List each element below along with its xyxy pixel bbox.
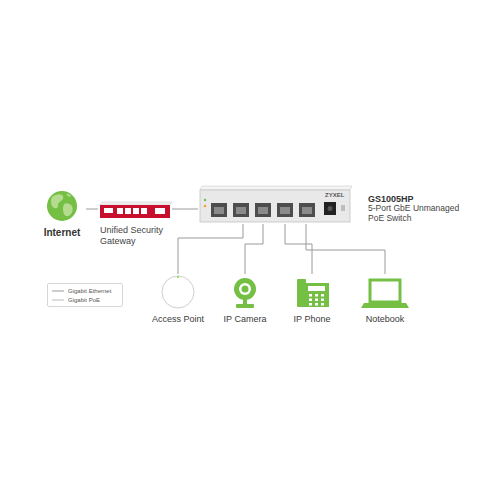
node-label: Access Point: [148, 314, 208, 325]
gateway-device: [100, 202, 172, 218]
switch-device: [200, 186, 352, 222]
legend-sample: [52, 296, 66, 304]
phone-screen: [308, 286, 325, 291]
legend-sample: [52, 287, 66, 295]
network-cable: [178, 224, 243, 274]
legend-row: Gigabit PoE: [52, 296, 120, 305]
phone-key: [321, 294, 324, 297]
globe-body: [47, 191, 77, 221]
gateway-front: [100, 205, 170, 218]
camera-stand: [236, 304, 254, 308]
camera-lens: [242, 286, 249, 293]
notebook-screen: [370, 280, 400, 302]
globe-land: [63, 203, 73, 216]
phone-keypad: [309, 294, 324, 306]
brand-logo: ZYXEL: [325, 192, 344, 198]
port-socket: [302, 207, 312, 214]
access-point-icon: [162, 276, 194, 308]
phone-key: [309, 299, 312, 302]
camera-body: [234, 278, 256, 300]
gateway-port: [125, 208, 131, 214]
legend-box: Gigabit EthernetGigabit PoE: [47, 283, 123, 307]
legend-label: Gigabit Ethernet: [68, 287, 111, 295]
switch-front: [200, 190, 350, 222]
globe-land: [51, 194, 63, 208]
gateway-top: [100, 202, 172, 205]
switch-ports: [211, 203, 315, 217]
phone-key: [321, 303, 324, 306]
legend-line-sample: [52, 300, 64, 301]
switch-button: [341, 205, 345, 211]
port-socket: [280, 207, 290, 214]
device-node: Internet: [38, 190, 86, 240]
switch-led: [204, 205, 207, 208]
phone-base: [304, 283, 329, 307]
node-label: 5-Port GbE Unmanaged PoE Switch: [368, 204, 462, 223]
globe-land: [66, 194, 71, 197]
switch-port: [255, 203, 271, 217]
port-socket: [236, 207, 246, 214]
device-node: Notebook: [355, 274, 415, 326]
notebook-base: [361, 303, 409, 308]
device-node: IP Camera: [215, 274, 275, 326]
access-point-led: [177, 276, 179, 278]
legend-row: Gigabit Ethernet: [52, 287, 120, 296]
gateway-port: [141, 208, 147, 214]
gateway-port: [155, 208, 165, 214]
network-cable: [245, 224, 263, 274]
phone-key: [321, 299, 324, 302]
power-jack: [324, 202, 336, 215]
node-label: Notebook: [355, 314, 415, 325]
switch-top: [200, 186, 352, 190]
camera-neck: [243, 299, 247, 304]
switch-led: [204, 199, 207, 202]
switch-node: GS1005HP5-Port GbE Unmanaged PoE Switch: [198, 186, 462, 224]
switch-port: [233, 203, 249, 217]
legend-label: Gigabit PoE: [68, 296, 100, 304]
switch-port-inner: [214, 207, 312, 214]
gateway-port: [117, 208, 123, 214]
ip-phone-icon: [297, 279, 329, 307]
node-label: Internet: [38, 227, 86, 239]
node-label: IP Phone: [282, 314, 342, 325]
switch-port: [299, 203, 315, 217]
globe-icon: [47, 191, 77, 221]
node-label: IP Camera: [215, 314, 275, 325]
device-node: Unified Security Gateway: [98, 200, 172, 244]
ip-camera-icon: [234, 278, 256, 308]
device-node: Access Point: [148, 274, 208, 326]
access-point-body: [162, 276, 194, 308]
node-label: Unified Security Gateway: [100, 225, 172, 246]
port-socket: [214, 207, 224, 214]
legend-line-sample: [52, 291, 64, 292]
network-cable: [172, 209, 198, 210]
phone-key: [315, 299, 318, 302]
gateway-port: [133, 208, 139, 214]
camera-lens-ring: [239, 283, 251, 295]
model-name: GS1005HP: [368, 194, 462, 204]
phone-key: [309, 294, 312, 297]
network-cable: [306, 224, 385, 274]
network-cable: [285, 224, 312, 274]
gateway-panel: [104, 208, 113, 213]
switch-port: [211, 203, 227, 217]
port-socket: [258, 207, 268, 214]
network-cable: [86, 209, 98, 210]
power-jack-hole: [328, 206, 333, 211]
phone-key: [315, 303, 318, 306]
device-node: IP Phone: [282, 274, 342, 326]
phone-key: [309, 303, 312, 306]
phone-key: [315, 294, 318, 297]
notebook-icon: [361, 280, 409, 308]
switch-port: [277, 203, 293, 217]
